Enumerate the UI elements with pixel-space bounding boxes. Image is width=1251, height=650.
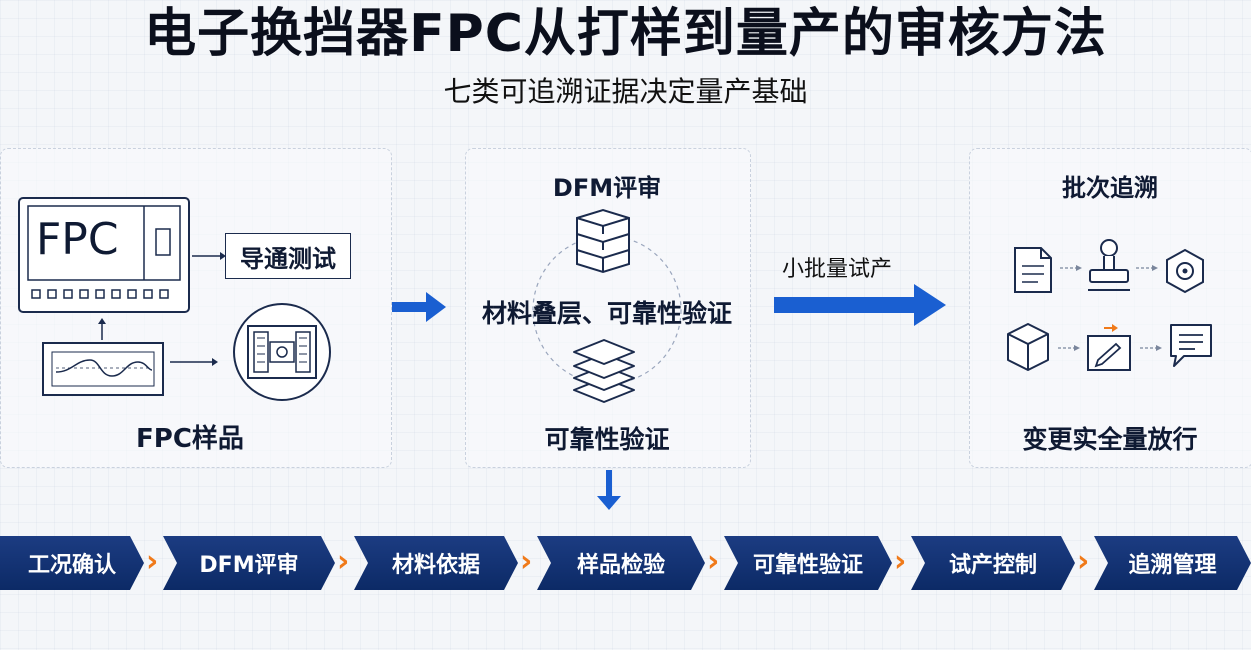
chevron-right-icon: › bbox=[894, 544, 907, 579]
dashed-arrow-icon bbox=[1140, 345, 1162, 351]
dashed-arrow-icon bbox=[1058, 345, 1080, 351]
chevron-right-icon: › bbox=[520, 544, 533, 579]
trace-panel-title: 批次追溯 bbox=[1062, 174, 1158, 202]
flow-step-trace: 追溯管理 bbox=[1094, 536, 1251, 590]
big-arrow-right-icon bbox=[774, 284, 946, 326]
arrow-right-icon bbox=[392, 292, 446, 322]
gear-check-icon bbox=[1166, 248, 1204, 294]
dashed-arrow-icon bbox=[1136, 265, 1158, 271]
connector-detail-icon bbox=[233, 303, 331, 401]
continuity-test-box: 导通测试 bbox=[225, 233, 351, 279]
process-flow-bar: 工况确认 › DFM评审 › 材料依据 › 样品检验 › 可靠性验证 › 试产控… bbox=[0, 532, 1251, 596]
flow-step-label: DFM评审 bbox=[199, 553, 299, 578]
dfm-panel-title: DFM评审 bbox=[552, 174, 662, 202]
fpc-device-icon bbox=[18, 197, 190, 313]
arrow-to-test-icon bbox=[192, 252, 226, 260]
flow-step-label: 试产控制 bbox=[948, 553, 1037, 578]
flow-step-condition: 工况确认 bbox=[0, 536, 144, 590]
chevron-right-icon: › bbox=[707, 544, 720, 579]
flow-step-dfm: DFM评审 bbox=[163, 536, 335, 590]
page-subtitle: 七类可追溯证据决定量产基础 bbox=[443, 75, 808, 108]
arrow-to-connector-icon bbox=[170, 358, 218, 366]
waveform-display-icon bbox=[42, 342, 164, 396]
stamp-icon bbox=[1088, 239, 1130, 291]
chevron-right-icon: › bbox=[146, 544, 159, 579]
box-icon bbox=[1007, 323, 1049, 371]
review-cycle-ring-icon bbox=[532, 235, 682, 385]
flow-step-label: 追溯管理 bbox=[1128, 553, 1217, 578]
dashed-arrow-icon bbox=[1060, 265, 1082, 271]
document-icon bbox=[1014, 247, 1052, 293]
flow-step-trial: 试产控制 bbox=[911, 536, 1075, 590]
chat-note-icon bbox=[1170, 324, 1212, 367]
approval-icon bbox=[1087, 324, 1131, 371]
flow-step-label: 可靠性验证 bbox=[752, 553, 863, 578]
flow-step-material: 材料依据 bbox=[354, 536, 518, 590]
material-stack-label: 材料叠层、可靠性验证 bbox=[481, 299, 732, 328]
release-caption: 变更实全量放行 bbox=[1022, 425, 1198, 454]
small-batch-label: 小批量试产 bbox=[782, 257, 893, 282]
flow-step-reliability: 可靠性验证 bbox=[724, 536, 892, 590]
chevron-right-icon: › bbox=[337, 544, 350, 579]
layer-stack-icon bbox=[573, 339, 635, 403]
flow-step-label: 样品检验 bbox=[576, 553, 665, 578]
arrow-up-icon bbox=[98, 318, 106, 340]
fpc-sample-caption: FPC样品 bbox=[136, 424, 244, 454]
panel-dfm-review bbox=[465, 148, 751, 468]
fpc-screen-text: FPC bbox=[36, 214, 119, 265]
page-title: 电子换挡器FPC从打样到量产的审核方法 bbox=[144, 4, 1107, 64]
reliability-caption: 可靠性验证 bbox=[544, 425, 670, 454]
chevron-right-icon: › bbox=[1077, 544, 1090, 579]
arrow-down-icon bbox=[597, 470, 621, 510]
flow-step-label: 工况确认 bbox=[27, 553, 116, 578]
flow-step-label: 材料依据 bbox=[391, 553, 480, 578]
database-stack-icon bbox=[576, 208, 630, 274]
flow-step-sample: 样品检验 bbox=[537, 536, 705, 590]
continuity-test-label: 导通测试 bbox=[240, 244, 336, 273]
panel-batch-trace bbox=[969, 148, 1251, 468]
